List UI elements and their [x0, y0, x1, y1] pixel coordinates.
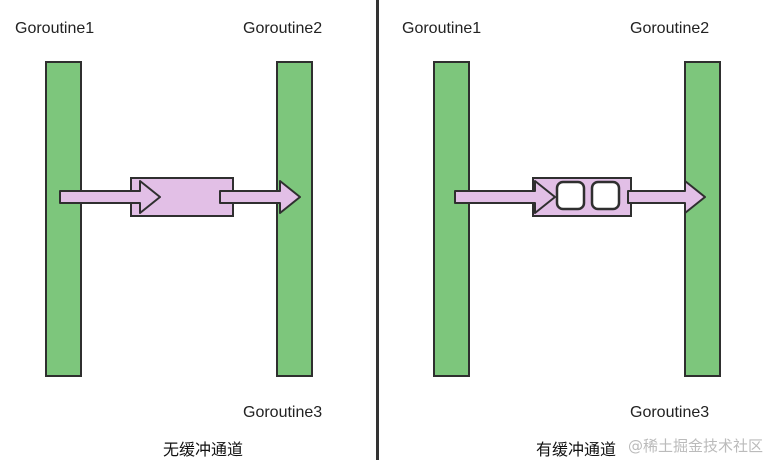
goroutine2-bar — [276, 61, 313, 377]
goroutine2-label: Goroutine2 — [243, 20, 323, 37]
goroutine1-label: Goroutine1 — [402, 20, 482, 37]
watermark: @稀土掘金技术社区 — [627, 437, 763, 455]
panel-divider — [376, 0, 379, 460]
goroutine1-bar — [433, 61, 470, 377]
goroutine2-label: Goroutine2 — [630, 20, 710, 37]
send-arrow — [59, 180, 161, 214]
goroutine1-label: Goroutine1 — [15, 20, 95, 37]
receive-arrow — [627, 180, 706, 214]
goroutine3-label: Goroutine3 — [243, 404, 323, 421]
unbuffered-diagram — [45, 61, 313, 377]
buffered-diagram — [433, 61, 721, 377]
buffer-slot — [590, 180, 621, 211]
goroutine3-label: Goroutine3 — [630, 404, 710, 421]
buffer-slot — [555, 180, 586, 211]
goroutine2-bar — [684, 61, 721, 377]
send-arrow — [454, 180, 556, 214]
receive-arrow — [219, 180, 301, 214]
unbuffered-channel-panel: Goroutine1 Goroutine2 Goroutine3 无缓冲通道 — [0, 0, 376, 460]
buffered-channel-panel: Goroutine1 Goroutine2 Goroutine3 有缓冲通道 — [380, 0, 769, 460]
goroutine1-bar — [45, 61, 82, 377]
unbuffered-caption: 无缓冲通道 — [163, 440, 244, 459]
buffered-caption: 有缓冲通道 — [536, 440, 617, 459]
